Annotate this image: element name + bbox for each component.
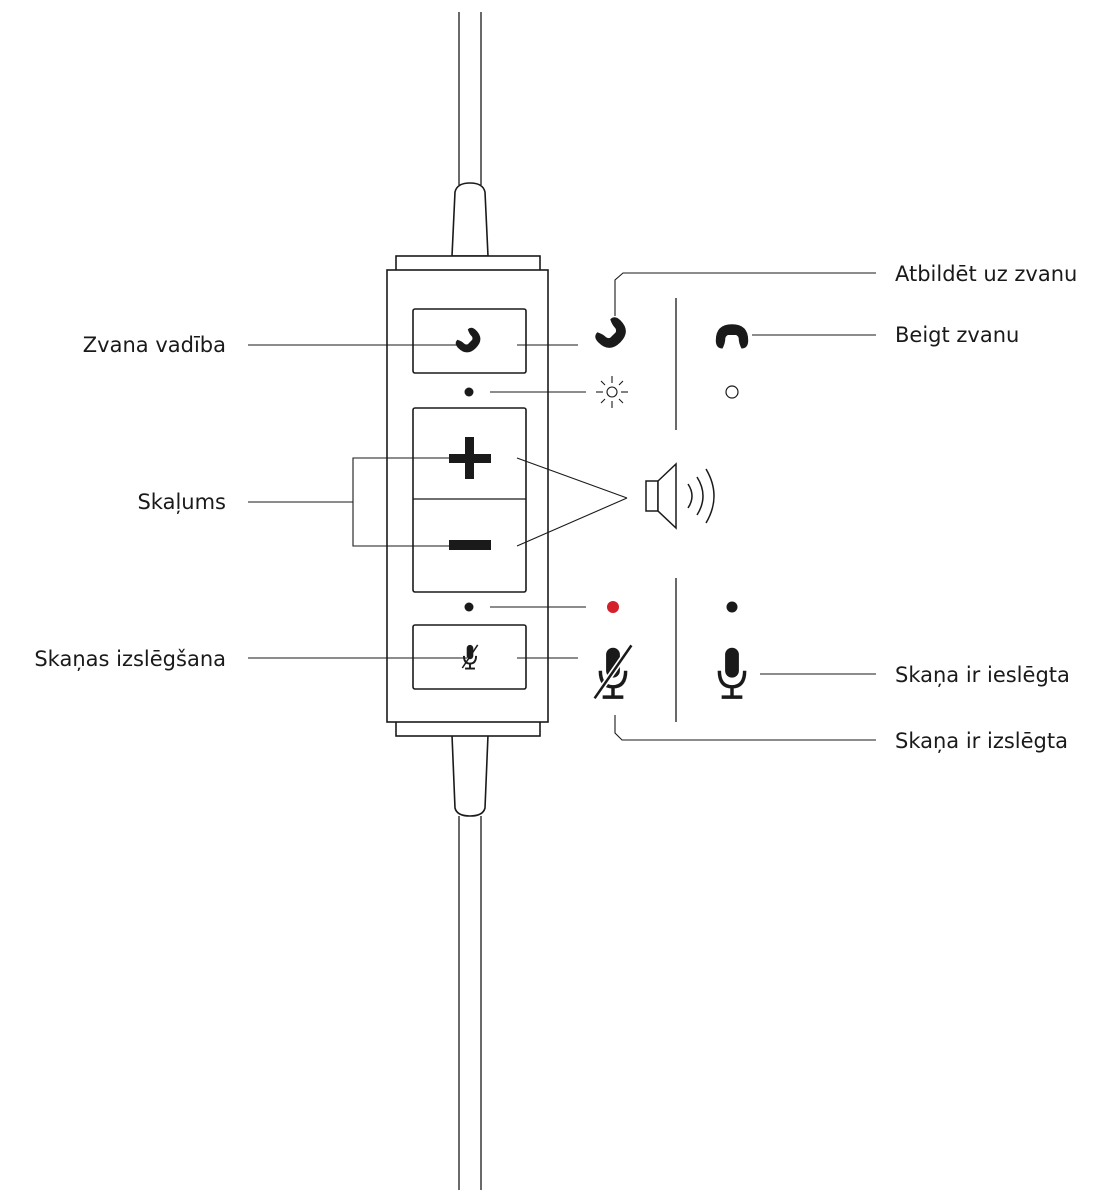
cable-top — [451, 12, 489, 257]
label-volume: Skaļums — [137, 490, 226, 514]
label-answer-call: Atbildēt uz zvanu — [895, 262, 1077, 286]
label-mute: Skaņas izslēgšana — [34, 647, 226, 671]
label-muted: Skaņa ir izslēgta — [895, 729, 1068, 753]
mute-button[interactable] — [412, 624, 527, 690]
mute-led — [464, 602, 474, 612]
label-call-control: Zvana vadība — [83, 333, 226, 357]
leader-lines — [248, 272, 876, 741]
call-button[interactable] — [412, 308, 527, 374]
led-off-icon — [725, 385, 739, 399]
phone-icon — [455, 327, 481, 353]
cable-bottom — [451, 734, 489, 1190]
call-led — [464, 387, 474, 397]
muted-mic-icon — [461, 644, 479, 670]
speaker-icon — [645, 462, 715, 530]
label-end-call: Beigt zvanu — [895, 323, 1019, 347]
blinking-led-icon — [596, 376, 628, 408]
muted-mic-large-icon — [592, 643, 634, 700]
label-unmuted: Skaņa ir ieslēgta — [895, 663, 1070, 687]
end-call-icon — [715, 324, 749, 349]
volume-up-button[interactable] — [449, 437, 491, 479]
black-led-icon — [726, 601, 738, 613]
minus-icon — [449, 540, 491, 550]
volume-down-button[interactable] — [449, 540, 491, 550]
plus-icon — [449, 437, 491, 479]
volume-rocker — [412, 407, 527, 593]
red-led-icon — [607, 601, 619, 613]
mic-icon — [717, 647, 747, 699]
answer-phone-icon — [595, 317, 626, 348]
